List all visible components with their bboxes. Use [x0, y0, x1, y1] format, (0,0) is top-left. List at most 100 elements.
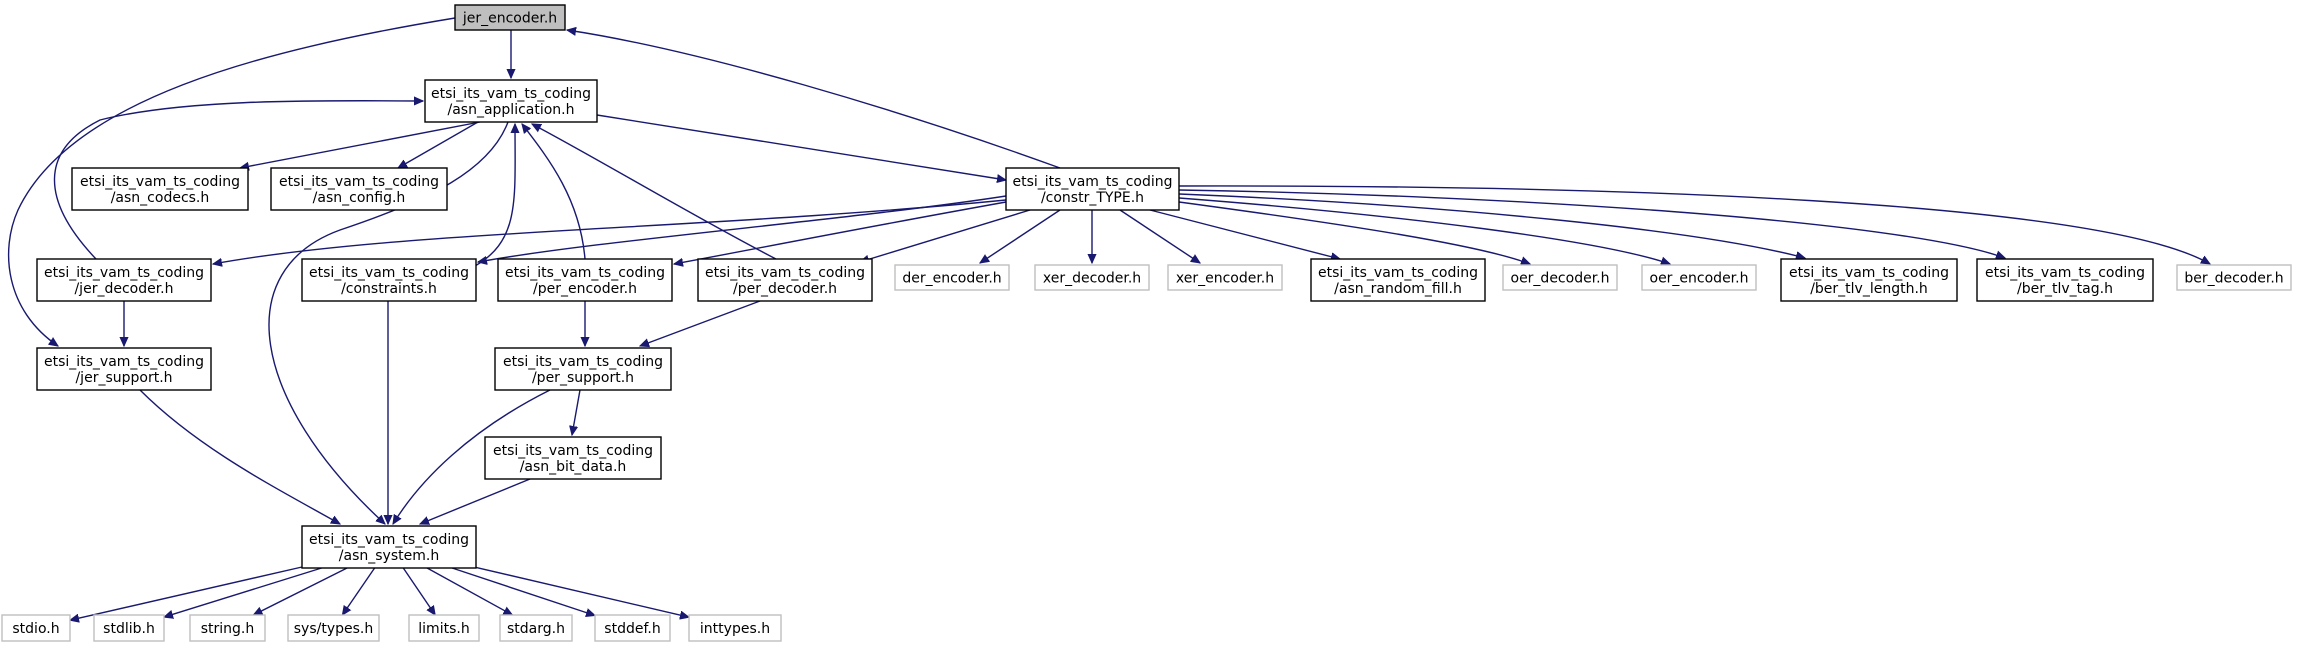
node-box	[1005, 167, 1180, 211]
edge-constr_TYPE-to-oer_decoder	[1178, 201, 1530, 264]
node-asn-system[interactable]: etsi_its_vam_ts_coding/asn_system.h	[301, 525, 477, 569]
node-label-line: etsi_its_vam_ts_coding	[505, 265, 665, 281]
node-asn-application[interactable]: etsi_its_vam_ts_coding/asn_application.h	[424, 79, 598, 123]
node-box	[1502, 264, 1618, 291]
node-box	[408, 614, 480, 642]
node-string[interactable]: string.h	[189, 614, 266, 642]
header-nodes: jer_encoder.h etsi_its_vam_ts_coding/asn_…	[1, 4, 2292, 642]
node-per-decoder[interactable]: etsi_its_vam_ts_coding/per_decoder.h	[697, 258, 873, 302]
node-box	[93, 614, 165, 642]
node-jer-support[interactable]: etsi_its_vam_ts_coding/jer_support.h	[36, 347, 212, 391]
node-label-line: string.h	[201, 621, 255, 637]
node-constraints[interactable]: etsi_its_vam_ts_coding/constraints.h	[301, 258, 477, 302]
node-label-line: etsi_its_vam_ts_coding	[1985, 265, 2145, 281]
node-label-line: /constraints.h	[341, 281, 437, 297]
edge-asn_system-to-limits	[402, 567, 435, 615]
node-box	[499, 614, 573, 642]
node-label-line: etsi_its_vam_ts_coding	[503, 354, 663, 370]
node-box	[1310, 258, 1486, 302]
node-jer-decoder[interactable]: etsi_its_vam_ts_coding/jer_decoder.h	[36, 258, 212, 302]
node-box	[36, 347, 212, 391]
edge-constraints-to-asn_application	[474, 124, 515, 267]
node-ber-tlv-length[interactable]: etsi_its_vam_ts_coding/ber_tlv_length.h	[1780, 258, 1958, 302]
node-limits[interactable]: limits.h	[408, 614, 480, 642]
node-label-line: /per_encoder.h	[533, 281, 637, 297]
node-ber-tlv-tag[interactable]: etsi_its_vam_ts_coding/ber_tlv_tag.h	[1976, 258, 2154, 302]
node-constr-TYPE[interactable]: etsi_its_vam_ts_coding/constr_TYPE.h	[1005, 167, 1180, 211]
node-label-line: oer_decoder.h	[1511, 271, 1610, 287]
node-label-line: etsi_its_vam_ts_coding	[431, 86, 591, 102]
node-xer-encoder[interactable]: xer_encoder.h	[1167, 264, 1283, 291]
edge-asn_application-to-asn_config	[398, 121, 479, 168]
node-label-line: /jer_support.h	[75, 370, 172, 386]
node-box	[36, 258, 212, 302]
node-stddef[interactable]: stddef.h	[594, 614, 671, 642]
node-box	[1641, 264, 1757, 291]
node-label-line: sys/types.h	[294, 621, 373, 637]
node-label-line: der_encoder.h	[902, 271, 1001, 287]
node-label-line: /jer_decoder.h	[74, 281, 173, 297]
node-jer-encoder[interactable]: jer_encoder.h	[454, 4, 566, 31]
node-label-line: limits.h	[418, 621, 469, 637]
node-label-line: oer_encoder.h	[1650, 271, 1749, 287]
edge-constr_TYPE-to-constraints	[478, 195, 1007, 262]
node-box	[287, 614, 380, 642]
edge-asn_system-to-stdlib	[164, 567, 322, 617]
node-label-line: etsi_its_vam_ts_coding	[1318, 265, 1478, 281]
node-oer-encoder[interactable]: oer_encoder.h	[1641, 264, 1757, 291]
edge-asn_application-to-constr_TYPE	[596, 114, 1006, 180]
edge-per_support-to-asn_bit_data	[572, 389, 581, 435]
edge-asn_bit_data-to-asn_system	[420, 478, 531, 524]
node-label-line: stdlib.h	[103, 621, 155, 637]
node-sys-types[interactable]: sys/types.h	[287, 614, 380, 642]
node-label-line: /ber_tlv_tag.h	[2017, 281, 2113, 297]
node-asn-codecs[interactable]: etsi_its_vam_ts_coding/asn_codecs.h	[71, 167, 249, 211]
node-per-support[interactable]: etsi_its_vam_ts_coding/per_support.h	[494, 347, 672, 391]
node-box	[1, 614, 71, 642]
edge-asn_system-to-stdio	[70, 566, 303, 620]
node-asn-random-fill[interactable]: etsi_its_vam_ts_coding/asn_random_fill.h	[1310, 258, 1486, 302]
node-asn-bit-data[interactable]: etsi_its_vam_ts_coding/asn_bit_data.h	[484, 436, 662, 480]
node-stdio[interactable]: stdio.h	[1, 614, 71, 642]
edge-asn_system-to-string	[253, 567, 348, 616]
node-asn-config[interactable]: etsi_its_vam_ts_coding/asn_config.h	[270, 167, 448, 211]
edge-per_encoder-to-asn_application	[522, 124, 586, 260]
node-stdarg[interactable]: stdarg.h	[499, 614, 573, 642]
node-label-line: xer_decoder.h	[1043, 271, 1141, 287]
node-label-line: etsi_its_vam_ts_coding	[705, 265, 865, 281]
edge-asn_system-to-sys_types	[342, 567, 376, 615]
node-box	[1976, 258, 2154, 302]
edge-constr_TYPE-to-per_encoder	[674, 201, 1007, 264]
edge-asn_system-to-inttypes	[475, 566, 689, 617]
node-oer-decoder[interactable]: oer_decoder.h	[1502, 264, 1618, 291]
node-ber-decoder[interactable]: ber_decoder.h	[2176, 264, 2292, 291]
node-per-encoder[interactable]: etsi_its_vam_ts_coding/per_encoder.h	[497, 258, 673, 302]
node-der-encoder[interactable]: der_encoder.h	[894, 264, 1010, 291]
edge-constr_TYPE-to-xer_encoder	[1119, 209, 1200, 263]
edge-jer_support-to-asn_system	[139, 389, 340, 525]
node-label-line: etsi_its_vam_ts_coding	[493, 443, 653, 459]
node-box	[894, 264, 1010, 291]
edge-constr_TYPE-to-ber_tlv_tag	[1178, 189, 2005, 258]
node-box	[594, 614, 671, 642]
node-box	[189, 614, 266, 642]
node-label-line: etsi_its_vam_ts_coding	[80, 174, 240, 190]
node-inttypes[interactable]: inttypes.h	[688, 614, 782, 642]
node-label-line: stddef.h	[604, 621, 660, 637]
node-label-line: jer_encoder.h	[462, 11, 557, 27]
node-xer-decoder[interactable]: xer_decoder.h	[1034, 264, 1150, 291]
node-stdlib[interactable]: stdlib.h	[93, 614, 165, 642]
edge-constr_TYPE-to-ber_decoder	[1178, 185, 2210, 264]
edge-asn_application-to-asn_codecs	[240, 121, 481, 168]
node-box	[688, 614, 782, 642]
node-box	[270, 167, 448, 211]
node-box	[454, 4, 566, 31]
edge-asn_system-to-stddef	[451, 567, 595, 616]
edge-constr_TYPE-to-jer_encoder	[567, 30, 1061, 169]
node-label-line: /per_decoder.h	[733, 281, 837, 297]
node-label-line: etsi_its_vam_ts_coding	[1012, 174, 1172, 190]
node-label-line: etsi_its_vam_ts_coding	[1789, 265, 1949, 281]
node-box	[2176, 264, 2292, 291]
node-label-line: /constr_TYPE.h	[1041, 190, 1144, 206]
